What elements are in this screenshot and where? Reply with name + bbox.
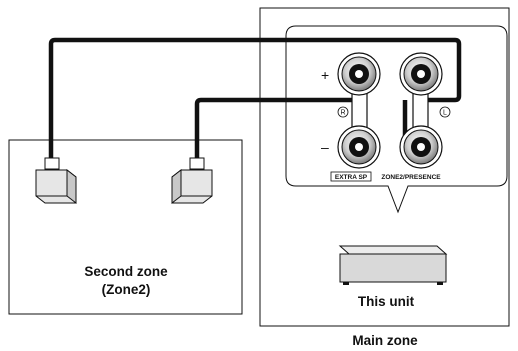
- extra-sp-box: [330, 171, 372, 182]
- right-channel-label: R: [340, 110, 345, 117]
- receiver-unit: [338, 245, 448, 285]
- minus-sign: –: [321, 139, 329, 155]
- right-speaker-cable: [194, 97, 361, 160]
- terminal-left-minus: [399, 125, 443, 169]
- zone2-presence-label: ZONE2/PRESENCE: [381, 174, 441, 181]
- extra-sp-label: EXTRA SP: [335, 174, 368, 181]
- left-speaker: [35, 157, 77, 205]
- second-zone-label: Second zone: [84, 264, 168, 279]
- right-channel-marker: [337, 106, 349, 118]
- left-channel-label: L: [443, 110, 447, 117]
- plus-sign: +: [321, 67, 329, 83]
- left-speaker-cable: [48, 37, 462, 160]
- left-channel-marker: [439, 106, 451, 118]
- main-zone-label: Main zone: [352, 333, 418, 348]
- zone2-label: (Zone2): [102, 282, 151, 297]
- terminal-left-plus: [399, 52, 443, 96]
- right-speaker: [171, 157, 213, 205]
- terminal-right-plus: [337, 52, 381, 96]
- terminal-panel-callout: [285, 25, 508, 214]
- this-unit-label: This unit: [358, 294, 415, 309]
- terminal-right-minus: [337, 125, 381, 169]
